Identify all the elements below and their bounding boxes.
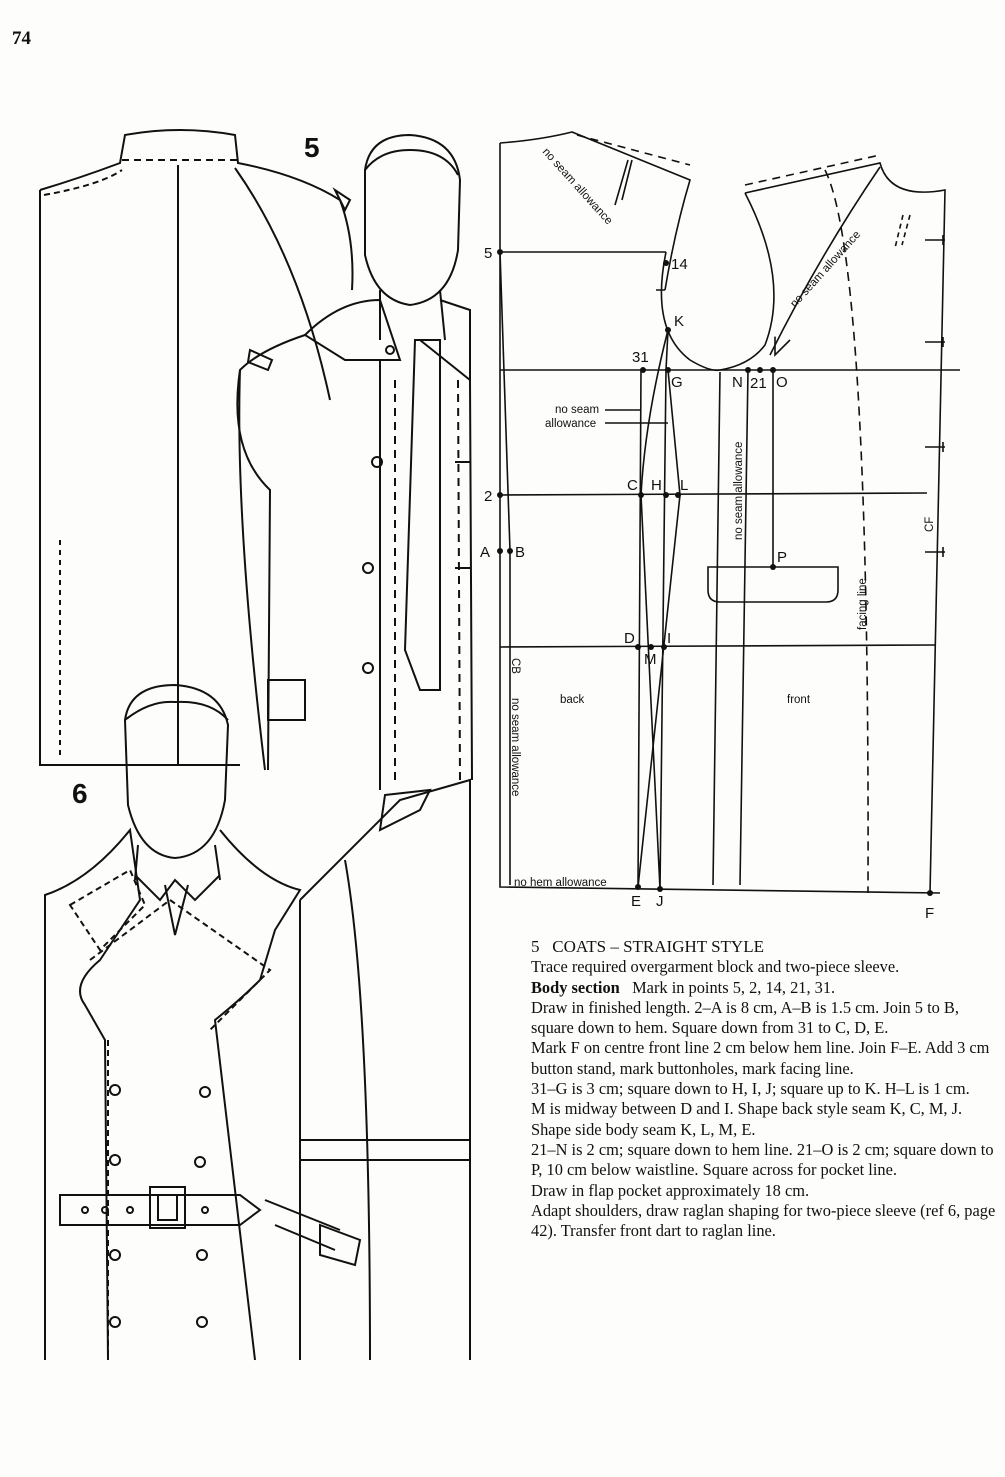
- point-l: L: [680, 477, 688, 494]
- point-p: P: [777, 549, 787, 566]
- body-section-line: Body section Mark in points 5, 2, 14, 21…: [531, 978, 1001, 998]
- point-5: 5: [484, 245, 492, 262]
- page-number: 74: [12, 28, 31, 49]
- point-j: J: [656, 893, 664, 910]
- man-coat-figure-5: [236, 133, 473, 790]
- point-e: E: [631, 893, 641, 910]
- note-arrow-line2: allowance: [545, 418, 596, 430]
- instruction-paragraph: Mark F on centre front line 2 cm below h…: [531, 1038, 990, 1078]
- instruction-paragraph: Draw in flap pocket approximately 18 cm.: [531, 1180, 810, 1200]
- figure-5-label: 5: [304, 132, 320, 163]
- point-c: C: [627, 477, 638, 494]
- point-21: 21: [750, 375, 767, 392]
- note-back-shoulder: no seam allowance: [540, 146, 615, 227]
- pattern-lines: [499, 131, 960, 894]
- note-side-front: no seam allowance: [733, 442, 745, 540]
- point-n: N: [732, 374, 743, 391]
- point-h: H: [651, 477, 662, 494]
- point-a: A: [480, 544, 490, 561]
- pattern-notes: no seam allowance no seam allowance no s…: [509, 146, 936, 889]
- pattern-point-dots: [497, 249, 933, 896]
- point-d: D: [624, 630, 635, 647]
- section-title: COATS – STRAIGHT STYLE: [552, 937, 764, 956]
- figure-6-label: 6: [72, 778, 88, 809]
- note-hem: no hem allowance: [514, 877, 607, 889]
- man-trenchcoat-figure-6: [44, 683, 471, 1361]
- point-k: K: [674, 313, 684, 330]
- point-o: O: [776, 374, 788, 391]
- body-section-label: Body section: [531, 977, 620, 997]
- back-view-coat-drawing: [39, 129, 354, 766]
- instruction-paragraph: 21–N is 2 cm; square down to hem line. 2…: [531, 1139, 994, 1180]
- label-back: back: [560, 694, 585, 706]
- instruction-paragraph: 31–G is 3 cm; square down to H, I, J; sq…: [531, 1079, 970, 1099]
- point-2: 2: [484, 488, 492, 505]
- point-i: I: [667, 630, 671, 647]
- instruction-paragraph: M is midway between D and I. Shape back …: [531, 1099, 963, 1139]
- instruction-paragraph: Draw in finished length. 2–A is 8 cm, A–…: [531, 997, 959, 1038]
- point-m: M: [644, 651, 657, 668]
- point-31: 31: [632, 349, 649, 366]
- note-arrow-line1: no seam: [555, 404, 599, 416]
- label-cb: CB: [509, 658, 521, 674]
- instructions-text: 5 COATS – STRAIGHT STYLE Trace required …: [531, 937, 1001, 1241]
- pattern-point-labels: 5 14 K 31 G N 21 O 2 C H L A B P D I M E…: [480, 245, 934, 922]
- section-number: 5: [531, 937, 540, 956]
- instruction-line: Trace required overgarment block and two…: [531, 957, 900, 977]
- point-b: B: [515, 544, 525, 561]
- instruction-paragraph: Adapt shoulders, draw raglan shaping for…: [531, 1200, 996, 1241]
- note-front-shoulder: no seam allowance: [788, 229, 863, 310]
- point-g: G: [671, 374, 683, 391]
- point-14: 14: [671, 256, 688, 273]
- label-front: front: [787, 694, 811, 706]
- note-cb-seam: no seam allowance: [509, 698, 521, 796]
- label-cf: CF: [924, 517, 936, 532]
- point-f: F: [925, 905, 934, 922]
- body-section-text: Mark in points 5, 2, 14, 21, 31.: [632, 977, 836, 997]
- section-heading: 5 COATS – STRAIGHT STYLE: [531, 937, 1001, 957]
- label-facing-line: facing line: [857, 578, 869, 630]
